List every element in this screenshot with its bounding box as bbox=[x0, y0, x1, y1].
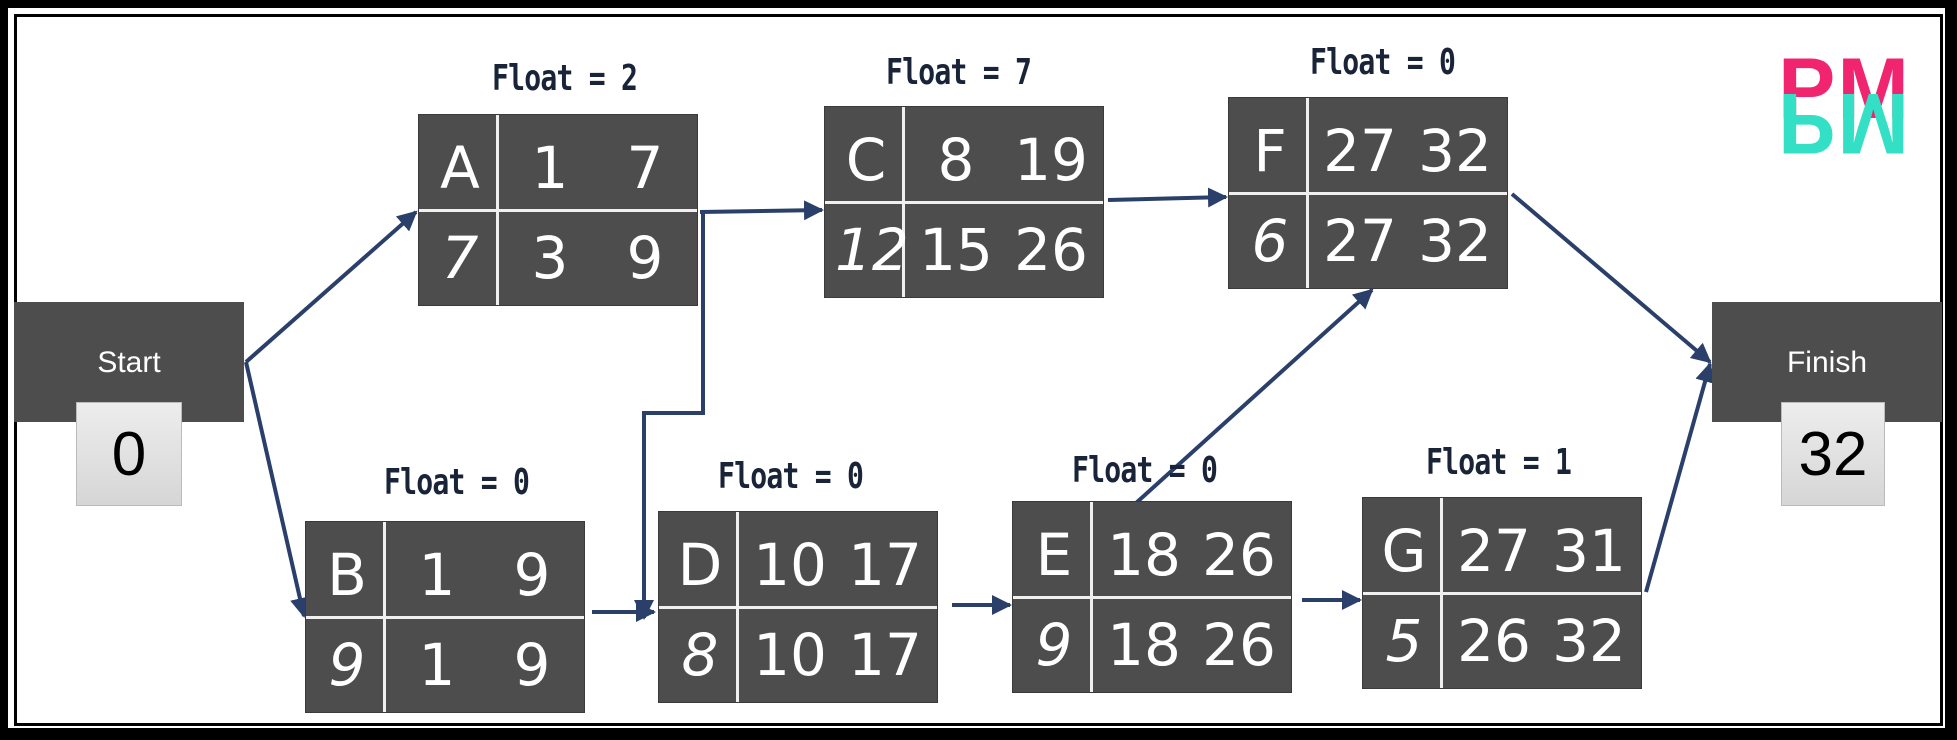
start-value: 0 bbox=[76, 402, 182, 506]
node-f-late-finish: 32 bbox=[1418, 207, 1492, 275]
node-a-float: 7 bbox=[441, 224, 479, 292]
arrow-c-f bbox=[1107, 187, 1228, 208]
node-f-late-start: 27 bbox=[1323, 207, 1397, 275]
pm-logo: PM PM bbox=[1778, 41, 1918, 171]
arrow-a-d bbox=[634, 212, 705, 620]
node-a-early-finish: 7 bbox=[626, 134, 664, 202]
finish-label: Finish bbox=[1786, 346, 1868, 379]
activity-node-f: F 27 32 6 27 32 bbox=[1228, 97, 1508, 289]
node-d-early-finish: 17 bbox=[848, 531, 922, 599]
activity-node-a: A 1 7 7 3 9 bbox=[418, 114, 698, 306]
arrow-start-a bbox=[244, 210, 418, 364]
activity-node-b: B 1 9 9 1 9 bbox=[305, 521, 585, 713]
arrow-a-c bbox=[699, 200, 824, 221]
node-f-name: F bbox=[1253, 117, 1287, 185]
node-c-early-start: 8 bbox=[937, 126, 975, 194]
node-g-early-start: 27 bbox=[1457, 517, 1531, 585]
node-a-name: A bbox=[440, 134, 480, 202]
node-e-name: E bbox=[1035, 521, 1073, 589]
float-label-f: Float = 0 bbox=[1310, 42, 1456, 83]
node-c-float: 12 bbox=[835, 216, 909, 284]
activity-node-d: D 10 17 8 10 17 bbox=[658, 511, 938, 703]
arrow-e-f bbox=[1134, 288, 1374, 505]
activity-node-c: C 8 19 12 15 26 bbox=[824, 106, 1104, 298]
arrow-g-finish bbox=[1644, 362, 1715, 593]
node-e-late-start: 18 bbox=[1107, 611, 1181, 679]
pm-logo-reflection: PM bbox=[1778, 75, 1911, 171]
node-b-early-start: 1 bbox=[418, 541, 456, 609]
node-b-name: B bbox=[327, 541, 367, 609]
node-c-name: C bbox=[845, 126, 887, 194]
node-d-float: 8 bbox=[681, 621, 719, 689]
node-c-late-start: 15 bbox=[919, 216, 993, 284]
float-label-c: Float = 7 bbox=[886, 52, 1032, 93]
activity-node-g: G 27 31 5 26 32 bbox=[1362, 497, 1642, 689]
node-g-early-finish: 31 bbox=[1552, 517, 1626, 585]
node-a-late-finish: 9 bbox=[626, 224, 664, 292]
node-e-float: 9 bbox=[1035, 611, 1073, 679]
start-node: Start bbox=[14, 302, 244, 422]
node-b-late-finish: 9 bbox=[513, 631, 551, 699]
float-label-b: Float = 0 bbox=[384, 462, 530, 503]
node-d-late-finish: 17 bbox=[848, 621, 922, 689]
node-f-early-finish: 32 bbox=[1418, 117, 1492, 185]
node-g-late-start: 26 bbox=[1457, 607, 1531, 675]
arrow-start-b bbox=[244, 361, 310, 618]
node-e-late-finish: 26 bbox=[1202, 611, 1276, 679]
node-e-early-finish: 26 bbox=[1202, 521, 1276, 589]
start-label: Start bbox=[97, 346, 161, 379]
node-d-early-start: 10 bbox=[753, 531, 827, 599]
node-b-float: 9 bbox=[328, 631, 366, 699]
node-d-name: D bbox=[677, 531, 723, 599]
float-label-e: Float = 0 bbox=[1072, 450, 1218, 491]
node-c-early-finish: 19 bbox=[1014, 126, 1088, 194]
node-f-early-start: 27 bbox=[1323, 117, 1397, 185]
activity-node-e: E 18 26 9 18 26 bbox=[1012, 501, 1292, 693]
node-g-late-finish: 32 bbox=[1552, 607, 1626, 675]
node-e-early-start: 18 bbox=[1107, 521, 1181, 589]
node-a-early-start: 1 bbox=[531, 134, 569, 202]
node-b-early-finish: 9 bbox=[513, 541, 551, 609]
pm-logo-top: PM bbox=[1778, 41, 1911, 137]
float-label-g: Float = 1 bbox=[1426, 442, 1572, 483]
node-a-late-start: 3 bbox=[531, 224, 569, 292]
finish-value: 32 bbox=[1781, 402, 1885, 506]
node-g-name: G bbox=[1381, 517, 1427, 585]
arrow-f-finish bbox=[1510, 192, 1712, 364]
node-d-late-start: 10 bbox=[753, 621, 827, 689]
node-c-late-finish: 26 bbox=[1014, 216, 1088, 284]
node-f-float: 6 bbox=[1251, 207, 1289, 275]
node-b-late-start: 1 bbox=[418, 631, 456, 699]
float-label-d: Float = 0 bbox=[718, 456, 864, 497]
float-label-a: Float = 2 bbox=[492, 58, 638, 99]
node-g-float: 5 bbox=[1385, 607, 1423, 675]
